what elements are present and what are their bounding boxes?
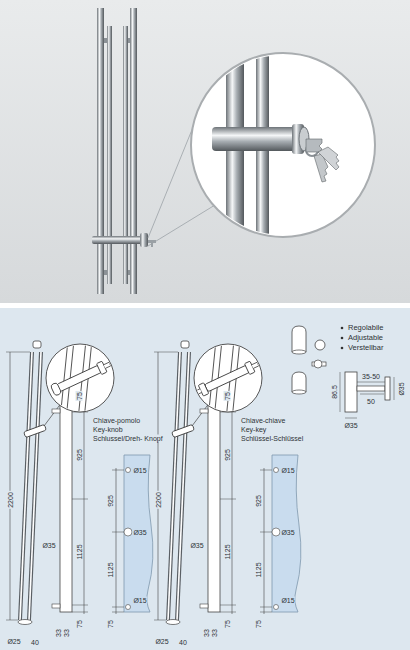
knob-detail [341,347,344,350]
dimension-label: 75 [224,391,231,401]
dimension-label: 75 [255,619,262,629]
dimension-label: 33 [211,628,218,638]
dimension-label: 50 [366,398,376,405]
pull-handle-photo [140,233,148,247]
drawing-right [154,341,301,625]
knob-detail [357,382,385,383]
dimension-label: Ø25 [6,638,21,645]
key-knob-callout [57,365,102,392]
dimension-label: Ø25 [154,638,169,645]
dimension-label: 2200 [155,491,162,509]
pull-handle-photo [128,38,130,43]
dimension-label: Ø35 [132,529,147,536]
pull-handle-photo [104,38,107,43]
lock-inset [191,40,375,260]
key-knob-callout [50,382,61,396]
dimension-label: Ø35 [398,381,405,396]
knob-detail [357,386,385,391]
key-knob-callout [104,362,111,368]
dimension-label: Ø15 [132,467,147,474]
drawing-left [6,341,153,625]
key-key-callout [205,365,250,392]
photo-panel [0,0,410,303]
pull-handle-photo [148,205,215,246]
knob-detail [345,418,357,419]
pull-handle-photo [128,270,130,275]
callout-text: Chiave-chiave [240,417,286,424]
knob-detail [341,327,344,330]
callout-text: Key-knob [92,426,124,433]
pull-handle-photo [92,236,142,244]
dimension-label: 925 [255,494,262,508]
dimension-label: Ø35 [41,542,56,549]
photo-panel [0,0,410,308]
feature-text: Verstellbar [347,344,384,352]
key-knob-callout [46,340,114,420]
dimension-label: Ø35 [189,542,204,549]
dimension-label: Ø15 [280,597,295,604]
dimension-label: Ø15 [132,597,147,604]
drawing-left [6,341,153,625]
dimension-label: 1125 [224,543,231,560]
callout-text: Key-key [240,426,267,433]
pull-handle-photo [104,270,107,275]
knob-detail [314,360,322,368]
dimension-label: 75 [224,619,231,629]
dimension-label: 1125 [107,561,114,578]
key-key-callout [252,362,259,368]
dimension-label: 925 [224,448,231,462]
dimension-label: Ø35 [280,529,295,536]
lock-inset [191,53,375,237]
dimension-label: 40 [30,639,40,646]
knob-detail [385,377,390,400]
key-knob-callout [50,340,112,420]
dimension-label: 75 [107,619,114,629]
pull-handle-photo [130,8,137,294]
feature-text: Adjustable [347,334,384,342]
knob-detail [315,340,325,350]
dimension-label: 33 [55,628,62,638]
knob-detail [292,326,306,352]
knob-detail [341,337,344,340]
lock-inset [212,127,296,151]
feature-text: Regolabile [347,324,384,332]
pull-handle-photo [123,26,128,284]
lock-inset [306,139,322,152]
knob-detail [340,372,341,412]
pull-handle-photo [107,26,112,284]
callout-text: Chiave-pomolo [92,417,141,424]
callout-text: Schlüssel-Schlüssel [240,435,304,442]
callout-text: Schlussel/Dreh- Knopf [92,435,164,442]
knob-detail [394,377,395,400]
knob-detail [292,390,306,394]
dimension-label: 925 [107,494,114,508]
dimension-label: 1125 [255,561,262,578]
pull-handle-photo [97,8,104,294]
dimension-label: 33 [63,628,70,638]
dimension-label: Ø15 [280,467,295,474]
dimension-label: 35-50 [361,373,381,380]
dimension-label: 86.5 [331,384,338,400]
knob-detail [292,326,394,418]
key-key-callout [193,340,261,420]
knob-detail [292,372,306,392]
key-key-callout [195,389,202,395]
lock-inset [318,147,339,170]
knob-detail [360,394,384,395]
knob-detail [292,350,306,354]
dimension-label: 33 [203,628,210,638]
lock-inset [212,40,339,260]
dimension-label: 75 [76,619,83,629]
drawing-right [154,341,301,625]
dimension-label: Ø35 [343,422,358,429]
photo-panel [0,303,410,308]
key-key-callout [193,340,262,420]
knob-detail [345,372,357,412]
dimension-label: 2200 [7,491,14,509]
dimension-label: 1125 [76,543,83,560]
dimension-label: 75 [76,391,83,401]
dimension-label: 40 [178,639,188,646]
dimension-label: 925 [76,448,83,462]
